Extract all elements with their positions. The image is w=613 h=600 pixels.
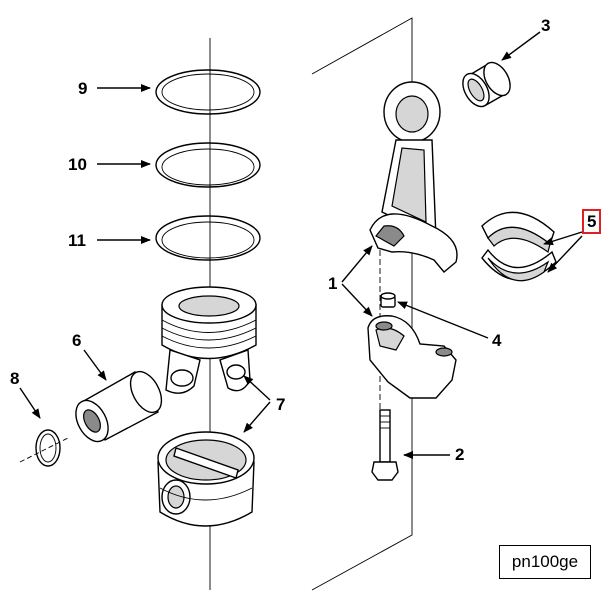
piston-ring-9	[155, 69, 261, 115]
piston-ring-11	[155, 215, 261, 261]
leader-arrow-6	[83, 349, 107, 381]
rod-dowel	[380, 292, 396, 308]
leader-arrow-3	[501, 31, 541, 61]
leader-arrow-7b	[243, 401, 271, 433]
piston-upper	[161, 286, 257, 394]
figure-id-text: pn100ge	[511, 552, 579, 571]
connecting-rod	[369, 81, 458, 273]
retaining-ring	[19, 429, 71, 467]
rod-assembly-plane	[311, 17, 413, 591]
callout-7: 7	[276, 395, 286, 414]
rod-cap-bolt	[371, 409, 399, 481]
callout-9: 9	[78, 79, 88, 98]
piston-pin	[75, 370, 163, 443]
leader-arrow-4	[397, 301, 489, 339]
connecting-rod-cap	[367, 315, 457, 399]
leader-arrow-1a	[341, 245, 373, 283]
callout-6: 6	[72, 331, 82, 350]
leader-arrow-5b	[547, 235, 583, 273]
callout-1: 1	[328, 274, 338, 293]
figure-id-box: pn100ge	[499, 545, 591, 579]
leader-arrow-1b	[341, 283, 373, 317]
callout-5-highlighted: 5	[581, 209, 602, 234]
callout-8: 8	[10, 369, 20, 388]
callout-2: 2	[455, 445, 465, 464]
callout-11: 11	[68, 231, 86, 250]
piston-ring-10	[155, 142, 261, 188]
rod-bearing-shells	[481, 211, 557, 282]
callout-4: 4	[492, 331, 502, 350]
leader-arrow-7a	[243, 375, 271, 401]
callout-10: 10	[68, 155, 87, 174]
leader-arrow-5a	[543, 231, 583, 246]
leader-arrow-8	[19, 387, 41, 419]
callout-3: 3	[541, 16, 551, 35]
rod-bushing	[462, 61, 511, 108]
piston-lower	[157, 431, 255, 527]
